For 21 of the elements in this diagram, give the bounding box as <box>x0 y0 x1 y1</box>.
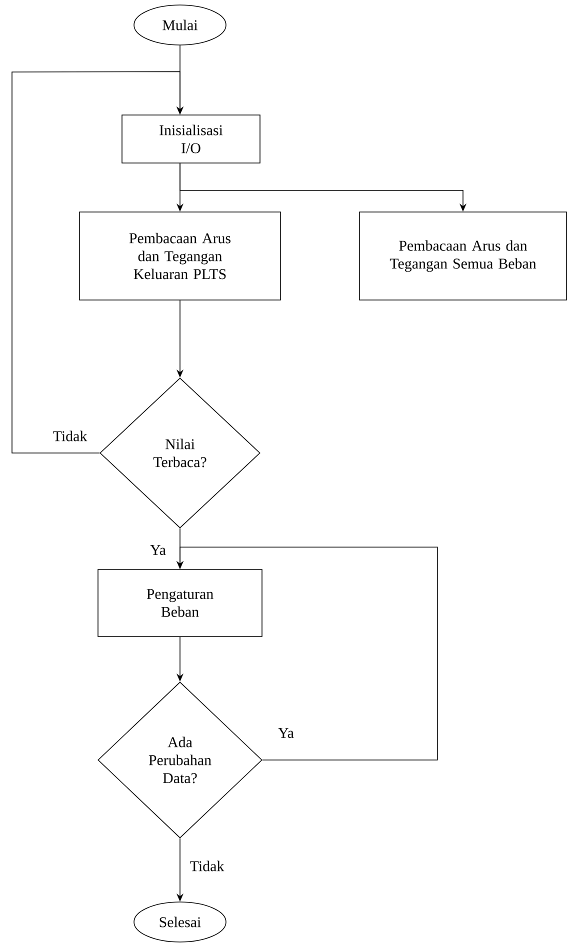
decision-diamond <box>100 378 260 528</box>
arrow <box>12 71 184 454</box>
node-label: Selesai <box>160 916 201 928</box>
node-label: Pembacaan Arus dan Tegangan Semua Beban <box>390 240 536 272</box>
node-label: Nilai Terbaca? <box>153 438 206 468</box>
process-box <box>98 569 262 637</box>
decision-diamond <box>98 682 262 838</box>
process-box <box>122 114 260 164</box>
node-label: Pembacaan Arus dan Tegangan Keluaran PLTS <box>129 232 230 280</box>
edge-label: Tidak <box>52 430 88 442</box>
node-label: Ada Perubahan Data? <box>148 736 212 784</box>
edge-label: Ya <box>149 544 167 556</box>
process-box <box>359 212 567 300</box>
node-label: Mulai <box>162 20 198 30</box>
edge-label: Ya <box>277 727 295 739</box>
process-box <box>79 212 281 300</box>
edge-label: Tidak <box>188 860 226 872</box>
node-label: Pengaturan Beban <box>146 589 214 617</box>
terminal-ellipse <box>134 4 226 46</box>
node-label: Inisialisasi I/O <box>160 124 223 154</box>
terminal-ellipse <box>134 902 226 942</box>
